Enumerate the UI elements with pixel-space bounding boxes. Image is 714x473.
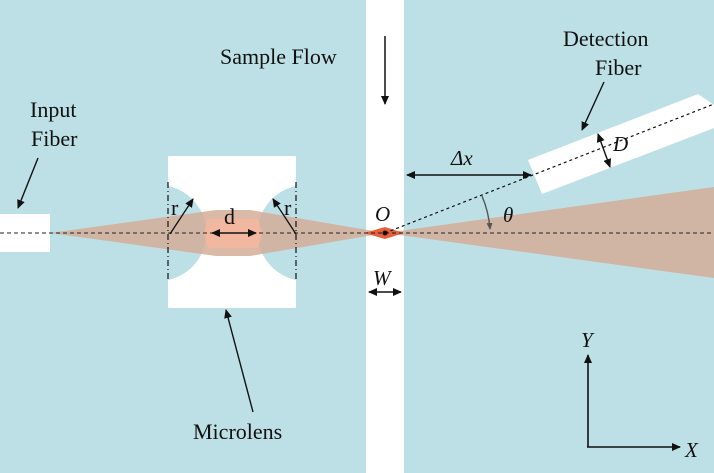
microlens-label: Microlens bbox=[193, 419, 282, 444]
width-label: W bbox=[373, 266, 393, 290]
right-radius-label: r bbox=[284, 195, 292, 220]
detection-fiber-label-line1: Detection bbox=[563, 26, 649, 51]
diameter-label: D bbox=[612, 132, 628, 156]
input-fiber-label-line1: Input bbox=[30, 97, 76, 122]
left-radius-arrow bbox=[169, 198, 194, 235]
right-radius-arrow bbox=[272, 198, 297, 235]
left-radius-label: r bbox=[171, 195, 179, 220]
diameter-arrow-icon bbox=[596, 133, 612, 168]
detection-fiber-label-line2: Fiber bbox=[595, 55, 642, 80]
y-axis-label: Y bbox=[581, 328, 595, 352]
x-axis-label: X bbox=[684, 438, 699, 462]
input-fiber-label-line2: Fiber bbox=[31, 126, 78, 151]
angle-label: θ bbox=[503, 203, 513, 227]
microlens-leader bbox=[224, 309, 254, 413]
sample-flow-label: Sample Flow bbox=[220, 44, 337, 69]
origin-point bbox=[382, 230, 388, 236]
gap-label: d bbox=[224, 204, 235, 229]
input-fiber-leader bbox=[17, 157, 39, 209]
origin-label: O bbox=[375, 202, 390, 226]
detection-fiber bbox=[528, 94, 714, 194]
angle-arc-icon bbox=[481, 195, 493, 230]
offset-label: Δx bbox=[450, 146, 473, 170]
detection-axis bbox=[384, 103, 714, 234]
detection-fiber-leader bbox=[581, 81, 605, 131]
